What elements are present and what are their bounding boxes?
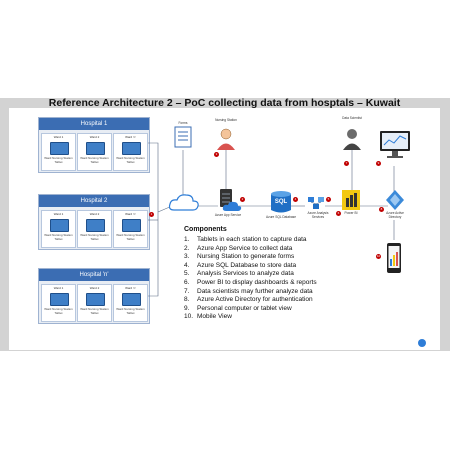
- ward-caption: Ward Nursing Station Tablet: [80, 307, 109, 315]
- app-service-label: Azure App Service: [214, 213, 242, 217]
- tablet-icon: [50, 293, 69, 306]
- ward-card: Ward 2 Ward Nursing Station Tablet: [77, 133, 112, 171]
- hospital-name: Hospital 1: [39, 118, 149, 130]
- active-directory-icon: [386, 190, 404, 210]
- tablet-icon: [86, 142, 105, 155]
- component-item: 4.Azure SQL Database to store data: [184, 261, 297, 269]
- ward-label: Ward 1: [53, 212, 64, 216]
- component-item: 8.Azure Active Directory for authenticat…: [184, 296, 313, 304]
- app-service-cloud-icon: [222, 201, 242, 211]
- step-badge-5: 5: [326, 197, 331, 202]
- ward-card: Ward 'n' Ward Nursing Station Tablet: [113, 284, 148, 322]
- component-item: 1.Tablets in each station to capture dat…: [184, 236, 307, 243]
- component-item: 6.Power BI to display dashboards & repor…: [184, 278, 317, 286]
- cloud-icon: [168, 194, 199, 211]
- tablet-icon: [50, 219, 69, 232]
- ward-label: Ward 'n': [125, 286, 136, 290]
- step-badge-10: 10: [376, 254, 381, 259]
- hospital-2-box: Hospital 2 Ward 1 Ward Nursing Station T…: [38, 194, 150, 250]
- brand-logo-icon: [418, 339, 426, 347]
- ward-card: Ward 1 Ward Nursing Station Tablet: [41, 210, 76, 248]
- hospital-1-box: Hospital 1 Ward 1 Ward Nursing Station T…: [38, 117, 150, 173]
- step-badge-7: 7: [344, 161, 349, 166]
- components-heading: Components: [184, 226, 227, 233]
- ward-label: Ward 'n': [125, 135, 136, 139]
- forms-icon: [174, 126, 192, 148]
- step-badge-3: 3: [214, 152, 219, 157]
- ward-card: Ward 'n' Ward Nursing Station Tablet: [113, 133, 148, 171]
- ward-card: Ward 2 Ward Nursing Station Tablet: [77, 284, 112, 322]
- step-badge-8: 8: [379, 207, 384, 212]
- ward-card: Ward 2 Ward Nursing Station Tablet: [77, 210, 112, 248]
- component-item: 9.Personal computer or tablet view: [184, 304, 292, 312]
- ward-card: Ward 'n' Ward Nursing Station Tablet: [113, 210, 148, 248]
- analysis-services-icon: [308, 197, 324, 209]
- desktop-computer-icon: [380, 131, 410, 158]
- components-list: 1.Tablets in each station to capture dat…: [184, 236, 317, 322]
- data-scientist-icon: [343, 129, 361, 150]
- tablet-icon: [122, 142, 141, 155]
- ward-card: Ward 1 Ward Nursing Station Tablet: [41, 133, 76, 171]
- power-bi-label: Power BI: [344, 211, 358, 215]
- data-scientist-label: Data Scientist: [342, 116, 362, 120]
- component-item: 7.Data scientists may further analyze da…: [184, 287, 313, 295]
- ward-caption: Ward Nursing Station Tablet: [44, 156, 73, 164]
- tablet-icon: [122, 293, 141, 306]
- component-item: 5.Analysis Services to analyze data: [184, 270, 294, 278]
- tablet-icon: [86, 219, 105, 232]
- mobile-phone-icon: [387, 243, 401, 273]
- ward-label: Ward 'n': [125, 212, 136, 216]
- sql-database-label: Azure SQL Database: [266, 215, 297, 219]
- nursing-station-label: Nursing Station: [215, 118, 237, 122]
- step-badge-4: 4: [293, 197, 298, 202]
- hospital-bus-line: [148, 142, 159, 297]
- ward-caption: Ward Nursing Station Tablet: [116, 156, 145, 164]
- ward-caption: Ward Nursing Station Tablet: [44, 307, 73, 315]
- hospital-name: Hospital 'n': [39, 269, 149, 281]
- ward-caption: Ward Nursing Station Tablet: [116, 307, 145, 315]
- analysis-services-label: Azure Analysis Services: [307, 211, 329, 219]
- ward-label: Ward 1: [53, 286, 64, 290]
- power-bi-icon: [342, 190, 360, 210]
- active-directory-label: Azure Active Directory: [386, 211, 404, 219]
- component-item: 2.Azure App Service to collect data: [184, 244, 293, 252]
- ward-card: Ward 1 Ward Nursing Station Tablet: [41, 284, 76, 322]
- tablet-icon: [86, 293, 105, 306]
- tablet-icon: [122, 219, 141, 232]
- step-badge-6: 6: [336, 211, 341, 216]
- ward-label: Ward 1: [53, 135, 64, 139]
- ward-caption: Ward Nursing Station Tablet: [80, 156, 109, 164]
- hospital-name: Hospital 2: [39, 195, 149, 207]
- nurse-icon: [217, 128, 235, 150]
- tablet-icon: [50, 142, 69, 155]
- ward-label: Ward 2: [89, 286, 100, 290]
- component-item: 10.Mobile View: [184, 313, 232, 321]
- step-badge-1: 1: [149, 212, 154, 217]
- step-badge-2: 2: [240, 197, 245, 202]
- ward-label: Ward 2: [89, 135, 100, 139]
- ward-label: Ward 2: [89, 212, 100, 216]
- sql-icon-text: SQL: [274, 199, 288, 205]
- ward-caption: Ward Nursing Station Tablet: [44, 233, 73, 241]
- hospital-n-box: Hospital 'n' Ward 1 Ward Nursing Station…: [38, 268, 150, 324]
- component-item: 3.Nursing Station to generate forms: [184, 253, 295, 261]
- step-badge-9: 9: [376, 161, 381, 166]
- server-icon: [220, 189, 232, 207]
- ward-caption: Ward Nursing Station Tablet: [80, 233, 109, 241]
- ward-caption: Ward Nursing Station Tablet: [116, 233, 145, 241]
- sql-database-icon: [271, 191, 291, 213]
- diagram-title: Reference Architecture 2 – PoC collectin…: [48, 97, 401, 109]
- forms-label: Forms: [178, 121, 188, 125]
